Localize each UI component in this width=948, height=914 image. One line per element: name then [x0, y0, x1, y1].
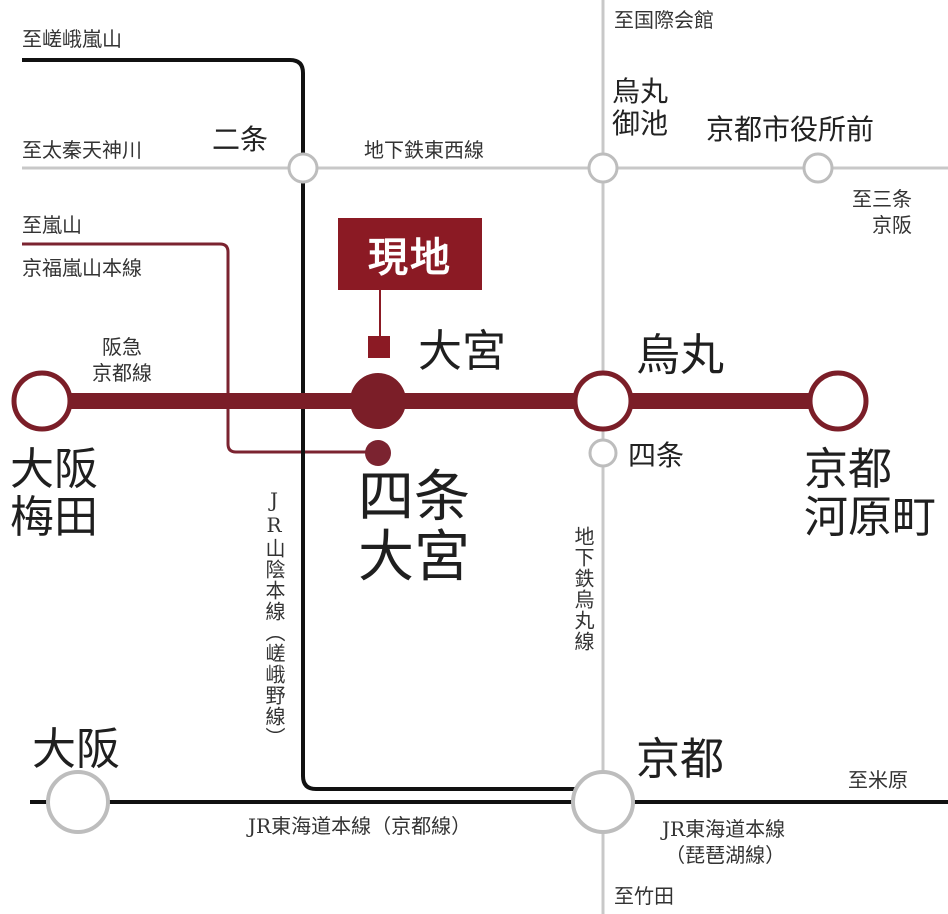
label-tozai-line: 地下鉄東西線 — [364, 138, 484, 162]
label-osaka-umeda: 大阪 梅田 — [10, 444, 98, 544]
station-osaka — [46, 770, 110, 834]
randen-line — [22, 242, 375, 454]
station-shijo — [588, 438, 618, 468]
label-karasuma-oike: 烏丸 御池 — [612, 75, 669, 141]
station-karasuma — [572, 370, 634, 432]
label-karasuma-line: 地下鉄烏丸線 — [571, 526, 595, 652]
label-nijo: 二条 — [212, 123, 269, 156]
label-karasuma: 烏丸 — [636, 330, 724, 381]
dest-arashiyama: 至嵐山 — [22, 213, 82, 237]
station-kyoto — [571, 770, 635, 834]
station-shijo-omiya — [365, 440, 391, 466]
site-marker — [368, 336, 390, 358]
label-randen-line: 京福嵐山本線 — [22, 256, 142, 280]
station-nijo — [287, 152, 319, 184]
dest-saga-arashiyama: 至嵯峨嵐山 — [22, 27, 122, 51]
station-karasuma-oike — [587, 152, 619, 184]
label-kyoto-kawaramachi: 京都 河原町 — [804, 444, 936, 544]
label-tokaido-west: JR東海道本線（京都線） — [248, 814, 472, 838]
label-hankyu-line: 阪急 京都線 — [92, 335, 152, 385]
label-shijo-omiya: 四条 大宮 — [358, 465, 470, 591]
label-shijo: 四条 — [628, 439, 685, 472]
station-osaka-umeda — [11, 370, 73, 432]
label-tokaido-east: JR東海道本線 （琵琶湖線） — [662, 817, 786, 867]
label-sanin-line: JR山陰本線（嵯峨野線） — [262, 488, 286, 748]
dest-uzumasa: 至太秦天神川 — [22, 138, 142, 162]
dest-kokusai-kaikan: 至国際会館 — [614, 8, 714, 32]
label-kyoto: 京都 — [636, 734, 724, 785]
station-omiya — [350, 373, 406, 429]
station-kyoto-kawaramachi — [807, 370, 869, 432]
sanin-line — [22, 58, 603, 791]
dest-takeda: 至竹田 — [614, 884, 674, 908]
dest-sanjo-keihan: 至三条 京阪 — [852, 187, 912, 237]
site-sign: 現地 — [338, 218, 482, 290]
dest-maibara: 至米原 — [848, 768, 908, 792]
label-omiya: 大宮 — [418, 326, 506, 377]
label-shiyakusho-mae: 京都市役所前 — [706, 113, 875, 146]
station-shiyakusho-mae — [802, 152, 834, 184]
label-osaka: 大阪 — [32, 724, 120, 775]
